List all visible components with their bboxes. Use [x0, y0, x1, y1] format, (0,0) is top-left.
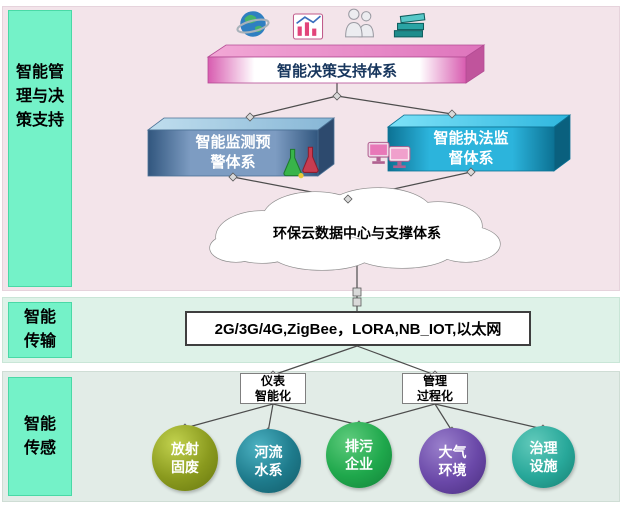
management-process-box: 管理 过程化 — [402, 373, 468, 404]
people-icon — [340, 6, 378, 41]
chart-icon — [292, 13, 324, 40]
transmission-technologies-box: 2G/3G/4G,ZigBee，LORA,NB_IOT,以太网 — [185, 311, 531, 346]
monitors-icon — [366, 138, 412, 174]
decision-support-bar-label: 智能决策支持体系 — [276, 62, 397, 80]
lab-flasks-icon — [280, 145, 322, 181]
sensing-node-treatment-facility: 治理设施 — [512, 426, 575, 488]
sensing-node-atmosphere: 大气环境 — [419, 428, 486, 494]
sidebar-label-management: 智能管理与决策支持 — [8, 10, 72, 287]
sensing-node-radioactive-waste: 放射固废 — [152, 425, 218, 491]
instrument-intelligence-box: 仪表 智能化 — [240, 373, 306, 404]
sidebar-label-transmission-text: 智能传输 — [23, 309, 56, 350]
sidebar-label-management-text: 智能管理与决策支持 — [15, 64, 64, 129]
sidebar-label-transmission: 智能传输 — [8, 302, 72, 358]
sidebar-label-sensing-text: 智能传感 — [23, 415, 56, 457]
cloud-data-center-label: 环保云数据中心与支撑体系 — [273, 225, 441, 241]
sensing-node-river-system: 河流水系 — [236, 429, 301, 493]
sensing-section-background — [2, 371, 620, 502]
sidebar-label-sensing: 智能传感 — [8, 377, 72, 496]
sensing-node-polluting-enterprise: 排污企业 — [326, 422, 392, 488]
globe-icon — [236, 8, 270, 42]
books-icon — [392, 13, 428, 40]
law-enforcement-bar-label: 智能执法监督体系 — [433, 129, 509, 167]
